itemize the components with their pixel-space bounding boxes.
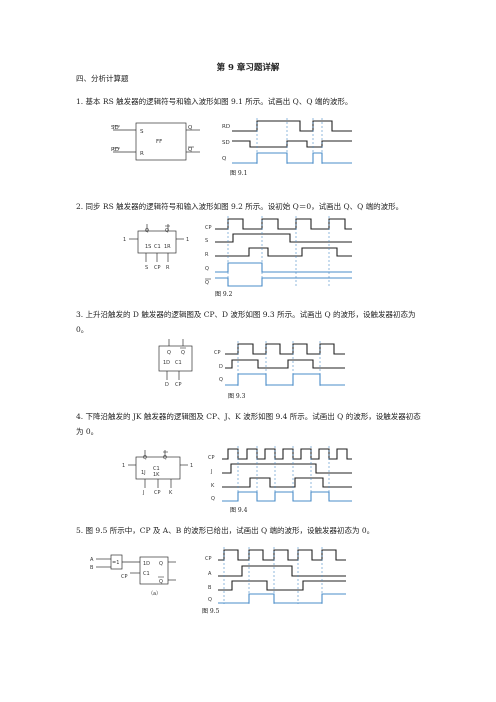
question-5: 5. 图 9.5 所示中，CP 及 A、B 的波形已给出，试画出 Q 端的波形，… <box>76 526 375 535</box>
fig1-box-r: R <box>140 151 144 157</box>
fig1-rs-symbol <box>113 122 200 161</box>
fig3-mid-c1: C1 <box>175 360 182 366</box>
fig5-sig-q: Q <box>208 597 212 603</box>
fig1-in-sd: SD <box>111 125 119 131</box>
fig2-top-q: Q <box>145 228 149 234</box>
fig4-waveforms <box>222 446 352 502</box>
fig4-pin-right: 1 <box>190 463 193 469</box>
fig3-sig-cp: CP <box>214 350 221 356</box>
question-2: 2. 同步 RS 触发器的逻辑符号和输入波形如图 9.2 所示。设初始 Q＝0，… <box>76 202 404 211</box>
fig4-bot-cp: CP <box>154 490 161 496</box>
fig4-sig-j: J <box>210 469 212 475</box>
fig2-pin-left: 1 <box>123 237 126 243</box>
fig2-bot-r: R <box>166 265 170 271</box>
section-heading: 四、分析计算题 <box>76 74 129 83</box>
caption-fig-9-5: 图 9.5 <box>202 608 220 615</box>
fig1-sig-q: Q <box>222 156 227 162</box>
fig2-mid-1r: 1R <box>164 244 171 250</box>
fig2-sync-rs-symbol <box>129 224 184 262</box>
fig5-ff-q: Q <box>159 561 163 567</box>
fig4-mid-c1: C1 <box>153 466 160 472</box>
fig2-sig-qbar: Q <box>205 280 209 286</box>
fig5-ff-1d: 1D <box>143 561 150 567</box>
fig5-ff-c1: C1 <box>143 571 150 577</box>
fig1-waveforms <box>232 118 352 164</box>
fig4-top-q: Q <box>143 455 147 461</box>
fig1-box-ff: FF <box>156 139 162 145</box>
fig2-sig-cp: CP <box>205 225 212 231</box>
fig2-sig-q: Q <box>205 266 209 272</box>
fig1-sig-sd: SD <box>222 140 230 146</box>
fig5-ff-qbar: Q <box>159 579 163 585</box>
fig2-waveforms <box>215 216 352 287</box>
fig4-mid-1j: 1J <box>141 470 146 476</box>
fig4-bot-k: K <box>169 490 173 496</box>
fig2-pin-right: 1 <box>186 237 189 243</box>
caption-fig-9-3: 图 9.3 <box>228 393 246 400</box>
fig3-waveforms <box>225 341 345 386</box>
fig3-d-symbol <box>158 339 193 380</box>
fig5-cp-label: CP <box>121 574 128 580</box>
fig5-in-a: A <box>90 557 94 563</box>
fig3-bot-cp: CP <box>175 382 182 388</box>
fig1-in-rd: RD <box>111 147 119 153</box>
question-1: 1. 基本 RS 触发器的逻辑符号和输入波形如图 9.1 所示。试画出 Q、Q … <box>76 97 353 106</box>
fig2-mid-c1: C1 <box>154 244 161 250</box>
fig3-top-q: Q <box>167 350 171 356</box>
question-3: 3. 上升沿触发的 D 触发器的逻辑图及 CP、D 波形如图 9.3 所示。试画… <box>76 310 416 334</box>
fig5-gate-xor: =1 <box>112 560 119 566</box>
fig5-sig-cp: CP <box>205 556 212 562</box>
page-title: 第 9 章习题详解 <box>216 63 280 73</box>
fig4-bot-j: J <box>142 490 144 496</box>
fig3-sig-q: Q <box>219 377 223 383</box>
fig2-sig-s: S <box>205 238 208 244</box>
fig4-jk-symbol <box>128 450 188 488</box>
caption-fig-9-1: 图 9.1 <box>230 170 248 177</box>
fig3-bot-d: D <box>165 382 169 388</box>
fig4-pin-left: 1 <box>122 463 125 469</box>
fig4-mid-1k: 1K <box>153 472 160 478</box>
fig5-sig-a: A <box>208 571 212 577</box>
fig5-in-b: B <box>90 565 94 571</box>
fig3-sig-d: D <box>219 364 223 370</box>
fig4-top-qbar: Q <box>163 455 167 461</box>
fig3-mid-1d: 1D <box>163 360 170 366</box>
fig4-sig-cp: CP <box>208 455 215 461</box>
fig1-out-q: Q <box>188 125 193 131</box>
fig2-top-qbar: Q <box>165 228 169 234</box>
question-4: 4. 下降沿触发的 JK 触发器的逻辑图及 CP、J、K 波形如图 9.4 所示… <box>76 412 421 436</box>
fig2-bot-cp: CP <box>154 265 161 271</box>
fig1-sig-rd: RD <box>222 124 230 130</box>
fig5-sig-b: B <box>208 585 212 591</box>
fig1-box-s: S <box>140 129 144 135</box>
fig2-sig-r: R <box>205 252 209 258</box>
fig5-circuit <box>96 554 176 585</box>
fig5-waveforms <box>218 547 346 604</box>
fig4-sig-k: K <box>211 483 215 489</box>
fig2-bot-s: S <box>145 265 148 271</box>
fig2-mid-1s: 1S <box>145 244 151 250</box>
fig3-top-qbar: Q <box>181 350 185 356</box>
fig4-sig-q: Q <box>211 496 215 502</box>
fig5-sub-a: （a） <box>148 591 161 597</box>
caption-fig-9-4: 图 9.4 <box>230 507 248 514</box>
caption-fig-9-2: 图 9.2 <box>215 291 233 298</box>
fig1-out-qbar: Q <box>188 147 193 153</box>
